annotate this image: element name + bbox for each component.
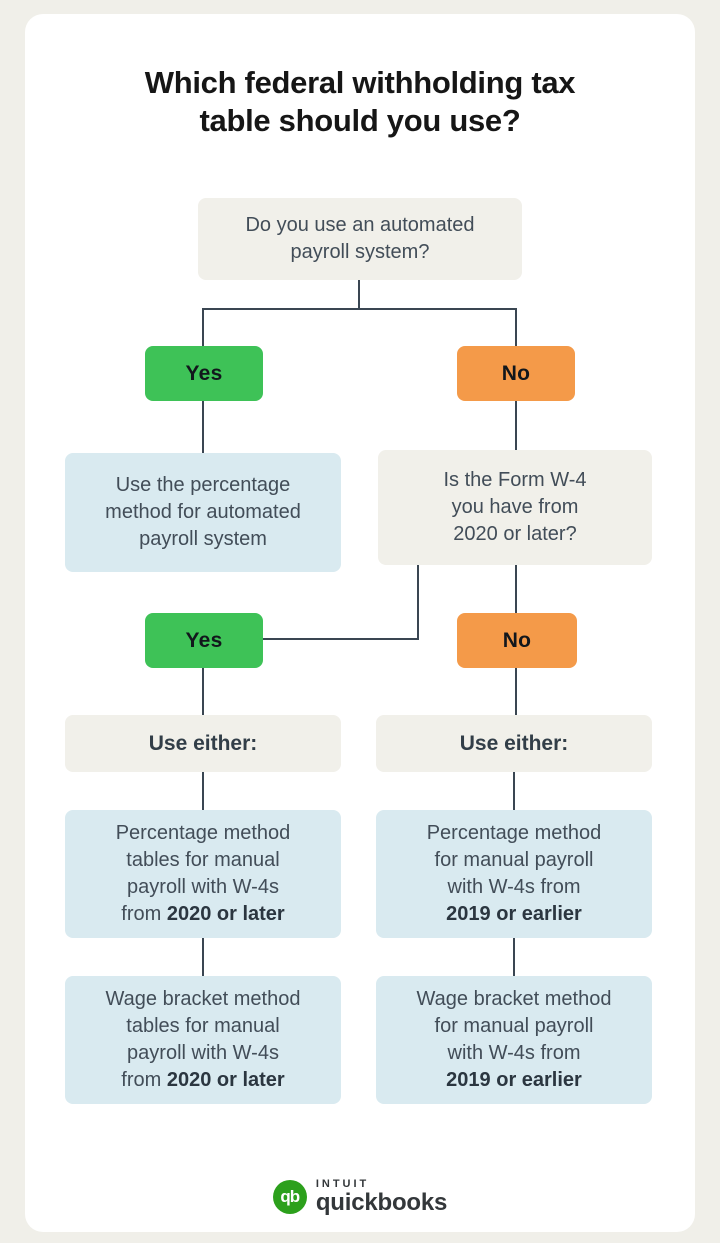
question-w4-line1: Is the Form W-4 [443, 469, 587, 491]
quickbooks-wordmark: quickbooks [315, 1189, 448, 1216]
pct-left-line4-prefix: from [121, 903, 167, 925]
question-w4-line2: you have from [451, 496, 579, 518]
wage-right-line2: for manual payroll [434, 1015, 594, 1037]
use-either-left-box: Use either: [65, 715, 341, 772]
result-wage-bracket-tables-2020: Wage bracket method tables for manual pa… [65, 976, 341, 1104]
yes-badge-1-label: Yes [185, 361, 223, 385]
question-automated-line1: Do you use an automated [245, 214, 475, 236]
connector-q2-to-no2 [515, 565, 517, 613]
wage-right-line1: Wage bracket method [416, 988, 612, 1010]
pct-right-line2: for manual payroll [434, 849, 594, 871]
connector-split1-to-yes [202, 309, 204, 346]
logo-wordmark: INTUIT quickbooks [315, 1178, 448, 1216]
quickbooks-qb-icon: qb [272, 1179, 307, 1214]
connector-yes2-to-use-either [202, 668, 204, 715]
use-either-right-box: Use either: [376, 715, 652, 772]
intuit-quickbooks-logo: qb INTUIT quickbooks [0, 1178, 720, 1215]
connector-split1-horizontal [202, 308, 517, 310]
wage-right-line3: with W-4s from [447, 1042, 581, 1064]
connector-split1-to-no [515, 309, 517, 346]
wage-right-line4-bold: 2019 or earlier [446, 1069, 582, 1091]
question-w4-line3: 2020 or later? [453, 523, 577, 545]
result-automated-line2: method for automated [105, 501, 301, 523]
use-either-right-label: Use either: [459, 732, 569, 755]
pct-left-line4: from 2020 or later [121, 901, 284, 928]
connector-use-either-left-down [202, 772, 204, 810]
pct-left-line4-bold: 2020 or later [166, 903, 285, 925]
yes-badge-1: Yes [145, 346, 263, 401]
page-title: Which federal withholding tax table shou… [0, 64, 720, 140]
yes-badge-2: Yes [145, 613, 263, 668]
connector-use-either-right-down [513, 772, 515, 810]
connector-yes1-to-result [202, 401, 204, 453]
pct-right-line4-bold: 2019 or earlier [446, 903, 582, 925]
no-badge-1-label: No [501, 361, 531, 385]
question-w4-year: Is the Form W-4 you have from 2020 or la… [378, 450, 652, 565]
pct-left-line1: Percentage method [115, 822, 291, 844]
pct-left-line3: payroll with W-4s [127, 876, 279, 898]
wage-left-line4-prefix: from [121, 1069, 167, 1091]
connector-q2-yes-horizontal [263, 638, 419, 640]
result-automated-percentage-method: Use the percentage method for automated … [65, 453, 341, 572]
wage-left-line1: Wage bracket method [105, 988, 301, 1010]
connector-no2-to-use-either [515, 668, 517, 715]
result-automated-line1: Use the percentage [115, 474, 291, 496]
yes-badge-2-label: Yes [185, 628, 223, 652]
use-either-left-label: Use either: [148, 732, 258, 755]
qb-monogram: qb [280, 1186, 300, 1206]
connector-q1-down [358, 280, 360, 309]
pct-left-line2: tables for manual [126, 849, 280, 871]
connector-pct-right-down [513, 938, 515, 976]
no-badge-2: No [457, 613, 577, 668]
intuit-wordmark: INTUIT [315, 1178, 370, 1190]
result-wage-bracket-2019: Wage bracket method for manual payroll w… [376, 976, 652, 1104]
result-automated-line3: payroll system [139, 528, 267, 550]
wage-left-line4-bold: 2020 or later [166, 1069, 285, 1091]
pct-right-line3: with W-4s from [447, 876, 581, 898]
question-automated-payroll: Do you use an automated payroll system? [198, 198, 522, 280]
page-title-line2: table should you use? [199, 103, 521, 138]
wage-left-line4: from 2020 or later [121, 1067, 284, 1094]
result-percentage-2019: Percentage method for manual payroll wit… [376, 810, 652, 938]
result-percentage-tables-2020: Percentage method tables for manual payr… [65, 810, 341, 938]
no-badge-2-label: No [502, 628, 532, 652]
connector-pct-left-down [202, 938, 204, 976]
connector-q2-yes-vertical [417, 565, 419, 640]
pct-right-line1: Percentage method [426, 822, 602, 844]
page-title-line1: Which federal withholding tax [144, 65, 576, 100]
wage-left-line3: payroll with W-4s [127, 1042, 279, 1064]
wage-left-line2: tables for manual [126, 1015, 280, 1037]
no-badge-1: No [457, 346, 575, 401]
connector-no1-to-q2 [515, 401, 517, 450]
question-automated-line2: payroll system? [290, 241, 430, 263]
